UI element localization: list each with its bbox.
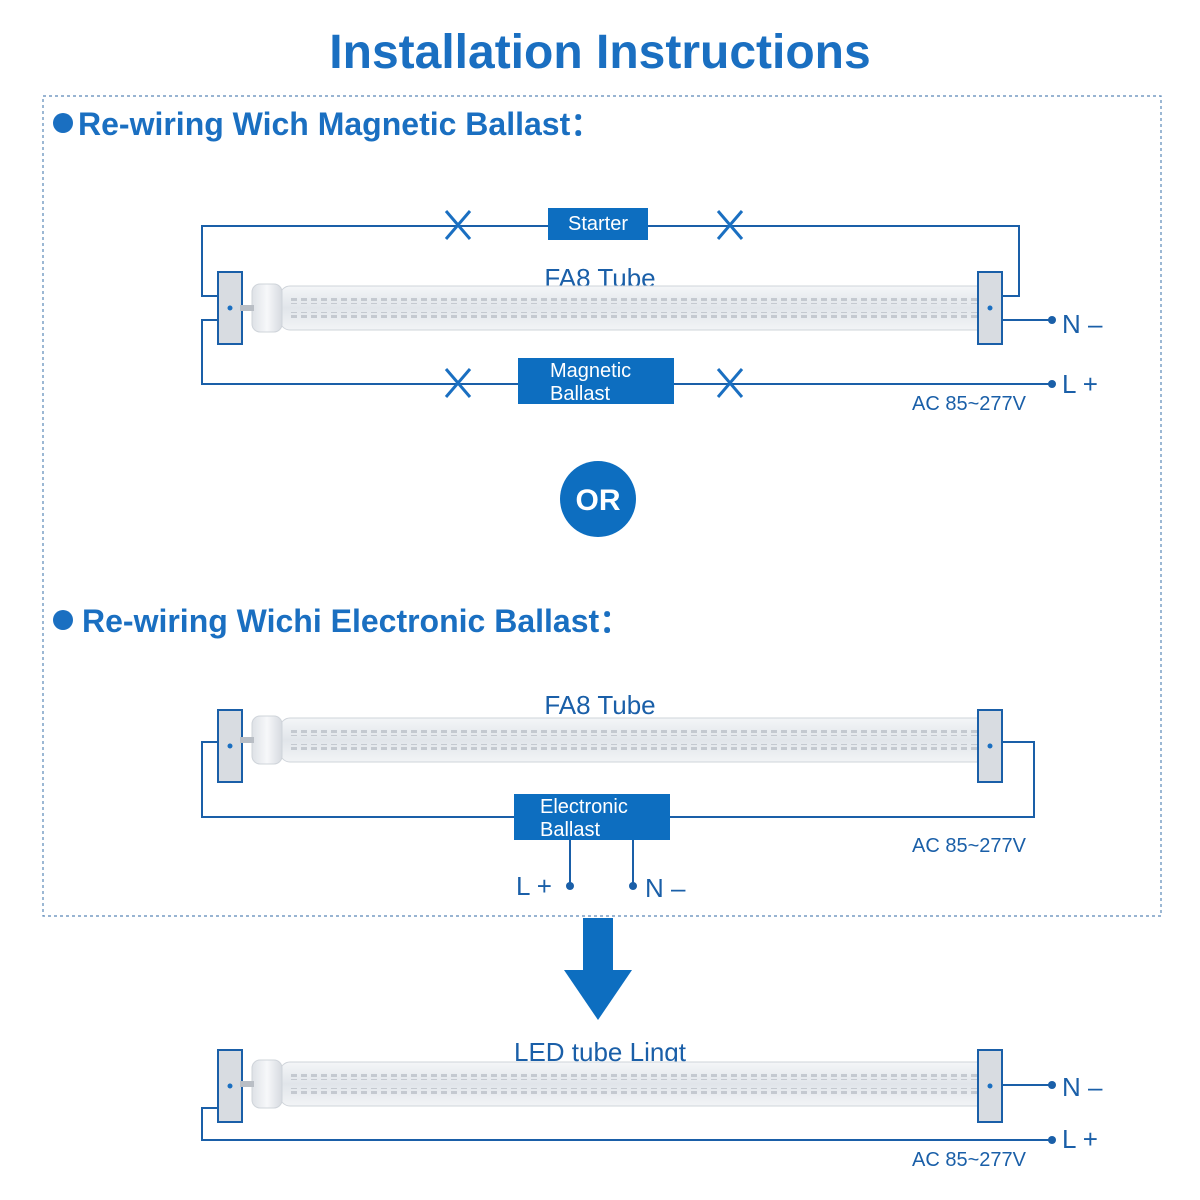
electronic-ballast-box [514,794,670,840]
starter-box [548,208,648,240]
wire-live [201,1107,1050,1141]
neutral-label: N – [1062,309,1103,339]
starter-label: Starter [568,213,628,235]
magnetic-heading: Re-wiring Wich Magnetic Ballast： [78,106,602,142]
tube-label: FA8 Tube [544,690,655,720]
bullet-icon [53,113,73,133]
page-title: Installation Instructions [329,26,870,79]
bullet-icon [53,610,73,630]
led-section: LED tube Lingt N – L + AC 85~277V [201,1037,1103,1171]
voltage-label: AC 85~277V [912,1149,1027,1171]
neutral-terminal [629,882,637,890]
left-socket [217,271,243,345]
wire-right [670,741,1035,818]
wire-top-right [648,225,1020,297]
fa8-tube [239,283,1001,333]
electronic-section: Re-wiring Wichi Electronic Ballast： Elec… [53,603,1035,903]
wire-bottom-left [201,319,518,385]
left-socket [217,1049,243,1123]
ballast-label-line1: Magnetic [550,360,631,382]
cut-mark-icon [444,210,472,240]
dashed-frame [42,95,1162,917]
right-socket [977,271,1003,345]
live-label: L + [516,871,552,901]
left-socket [217,709,243,783]
down-arrow-icon [564,918,632,1020]
ballast-label-line2: Ballast [540,819,600,841]
voltage-label: AC 85~277V [912,835,1027,857]
magnetic-ballast-box [518,358,674,404]
live-label: L + [1062,369,1098,399]
led-tube [239,1059,1001,1109]
cut-mark-icon [444,368,472,398]
ballast-label-line1: Electronic [540,796,628,818]
or-label: OR [576,484,621,517]
ballast-label-line2: Ballast [550,383,610,405]
neutral-label: N – [1062,1072,1103,1102]
fa8-tube [239,715,1001,765]
magnetic-section: Re-wiring Wich Magnetic Ballast： Starter… [53,106,1103,415]
wire-left [201,741,514,818]
or-badge [560,461,636,537]
right-socket [977,1049,1003,1123]
live-label: L + [1062,1124,1098,1154]
voltage-label: AC 85~277V [912,393,1027,415]
neutral-terminal [1048,316,1056,324]
live-terminal [566,882,574,890]
neutral-terminal [1048,1081,1056,1089]
electronic-heading: Re-wiring Wichi Electronic Ballast： [82,603,631,639]
neutral-label: N – [645,873,686,903]
right-socket [977,709,1003,783]
live-terminal [1048,380,1056,388]
cut-mark-icon [716,368,744,398]
cut-mark-icon [716,210,744,240]
live-terminal [1048,1136,1056,1144]
wire-top-left [201,225,548,297]
